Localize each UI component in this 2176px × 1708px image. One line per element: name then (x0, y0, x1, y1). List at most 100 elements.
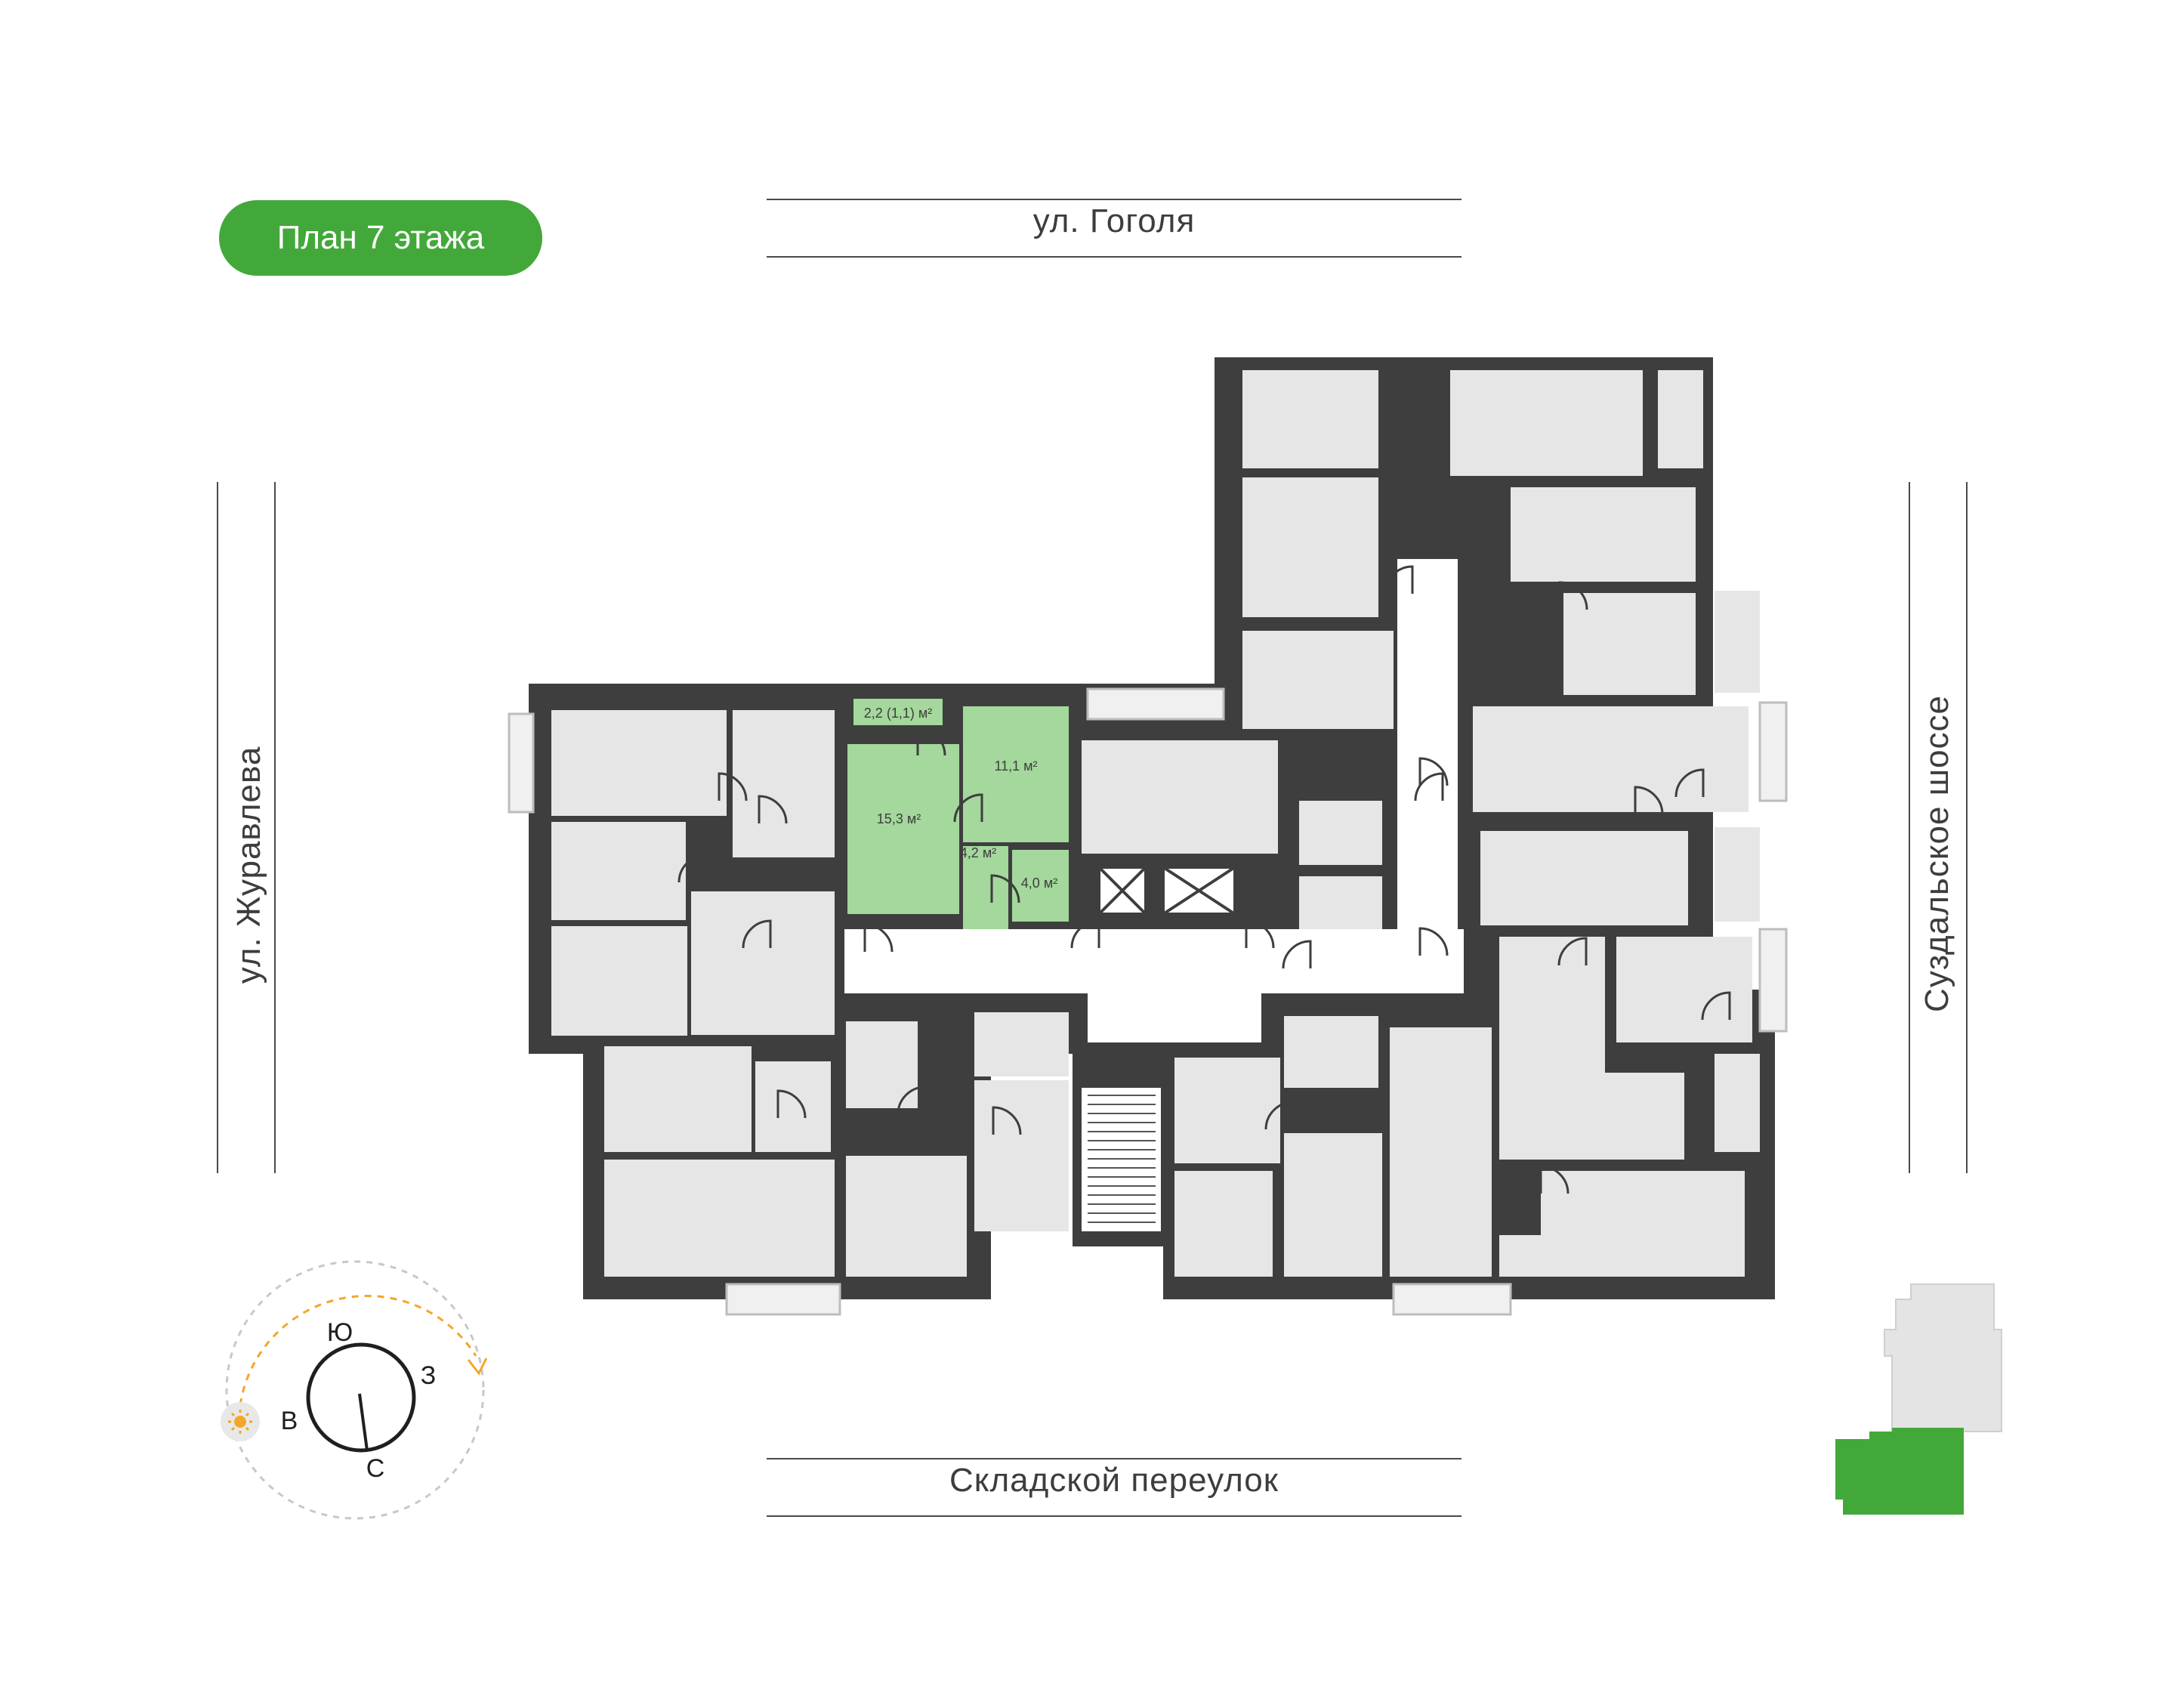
sun-path-arc (239, 1294, 477, 1406)
compass-north: С (366, 1454, 385, 1483)
room (1242, 477, 1378, 617)
room (691, 891, 835, 1035)
door-swing (897, 1086, 927, 1115)
room (1450, 370, 1643, 476)
compass-west: З (421, 1361, 437, 1390)
room (1499, 1073, 1684, 1160)
door-swing (1384, 565, 1414, 595)
elevator-cross (1097, 866, 1147, 916)
room (1715, 1054, 1760, 1152)
room (1613, 706, 1749, 812)
room (1082, 740, 1278, 854)
balcony (1392, 1283, 1512, 1316)
compass-orbit (225, 1260, 485, 1520)
floor-plan-title: План 7 этажа (276, 219, 485, 256)
minimap-current-section (1835, 1428, 1964, 1515)
room (551, 822, 686, 920)
room (1541, 1171, 1745, 1277)
room-area-kitchen: 11,1 м² (994, 758, 1037, 774)
apartment-loggia (853, 699, 943, 725)
corridor (844, 929, 1464, 993)
apartment-bathroom (1012, 850, 1069, 922)
room (604, 1160, 835, 1277)
room (1499, 1235, 1545, 1277)
street-label-south: Складской переулок (949, 1462, 1279, 1499)
door-swing (1264, 1101, 1295, 1130)
room (846, 1156, 967, 1277)
door-swing (992, 1106, 1022, 1135)
room (1616, 937, 1752, 1042)
door-swing (718, 772, 748, 801)
room (1658, 370, 1703, 468)
room (1174, 1171, 1273, 1277)
door-swings (677, 565, 1731, 1194)
room (1299, 876, 1382, 929)
compass-dial (306, 1342, 416, 1453)
door-swing (990, 874, 1020, 903)
street-line (274, 482, 276, 1173)
sun-icon (234, 1416, 246, 1428)
room (1511, 487, 1696, 582)
street-line (217, 482, 218, 1173)
room-area-loggia: 2,2 (1,1) м² (864, 706, 932, 721)
room (1563, 593, 1696, 695)
room (1715, 827, 1760, 922)
door-swing (1674, 768, 1705, 798)
room (1242, 370, 1378, 468)
door-swing (1245, 919, 1275, 949)
street-line (767, 1458, 1461, 1459)
door-swing (1070, 919, 1100, 949)
room (755, 1061, 831, 1152)
room (1715, 591, 1760, 693)
door-swing (1539, 1165, 1569, 1194)
room (1390, 1027, 1492, 1277)
street-label-north: ул. Гоголя (1032, 202, 1196, 239)
compass-south: Ю (327, 1318, 353, 1347)
minimap-building (1884, 1283, 2002, 1432)
door-swing (1418, 927, 1449, 956)
balcony (508, 712, 535, 814)
street-line (1909, 482, 1910, 1173)
room (551, 710, 727, 816)
room (1174, 1058, 1280, 1163)
balcony (1758, 701, 1788, 802)
room (733, 710, 835, 857)
room-area-hallway: 4,2 м² (960, 845, 996, 860)
balcony (1758, 928, 1788, 1033)
door-swing (916, 727, 946, 756)
street-line (767, 199, 1461, 200)
door-swing (776, 1089, 807, 1119)
door-swing (1414, 772, 1444, 801)
room (604, 1046, 752, 1152)
sun-path-arrowhead (467, 1357, 488, 1376)
room (1299, 801, 1382, 865)
compass-east: В (281, 1407, 298, 1435)
street-line (767, 1515, 1461, 1517)
street-line (767, 256, 1461, 258)
balcony (1086, 687, 1225, 721)
room-area-living: 15,3 м² (877, 811, 921, 826)
stair-treads (1088, 1095, 1156, 1223)
room (1284, 1016, 1378, 1088)
room (1473, 706, 1620, 812)
apartment-hallway (963, 846, 1008, 929)
door-swing (677, 854, 708, 883)
room (551, 926, 687, 1036)
floor-plan-title-badge[interactable]: План 7 этажа (219, 200, 542, 276)
site-minimap (1835, 1283, 2002, 1515)
sun-rays-icon (228, 1410, 252, 1434)
room (1242, 631, 1394, 729)
compass: Ю З В С (221, 1260, 488, 1520)
room-area-bathroom: 4,0 м² (1021, 876, 1057, 891)
door-swing (1557, 937, 1588, 966)
room (974, 1080, 1069, 1231)
apartment-kitchen (963, 706, 1069, 842)
door-swing (1418, 757, 1449, 786)
room (1284, 1133, 1382, 1277)
balcony (725, 1283, 841, 1316)
apartment-living-room (847, 744, 959, 914)
room (1480, 831, 1688, 925)
door-swing (1634, 786, 1664, 815)
